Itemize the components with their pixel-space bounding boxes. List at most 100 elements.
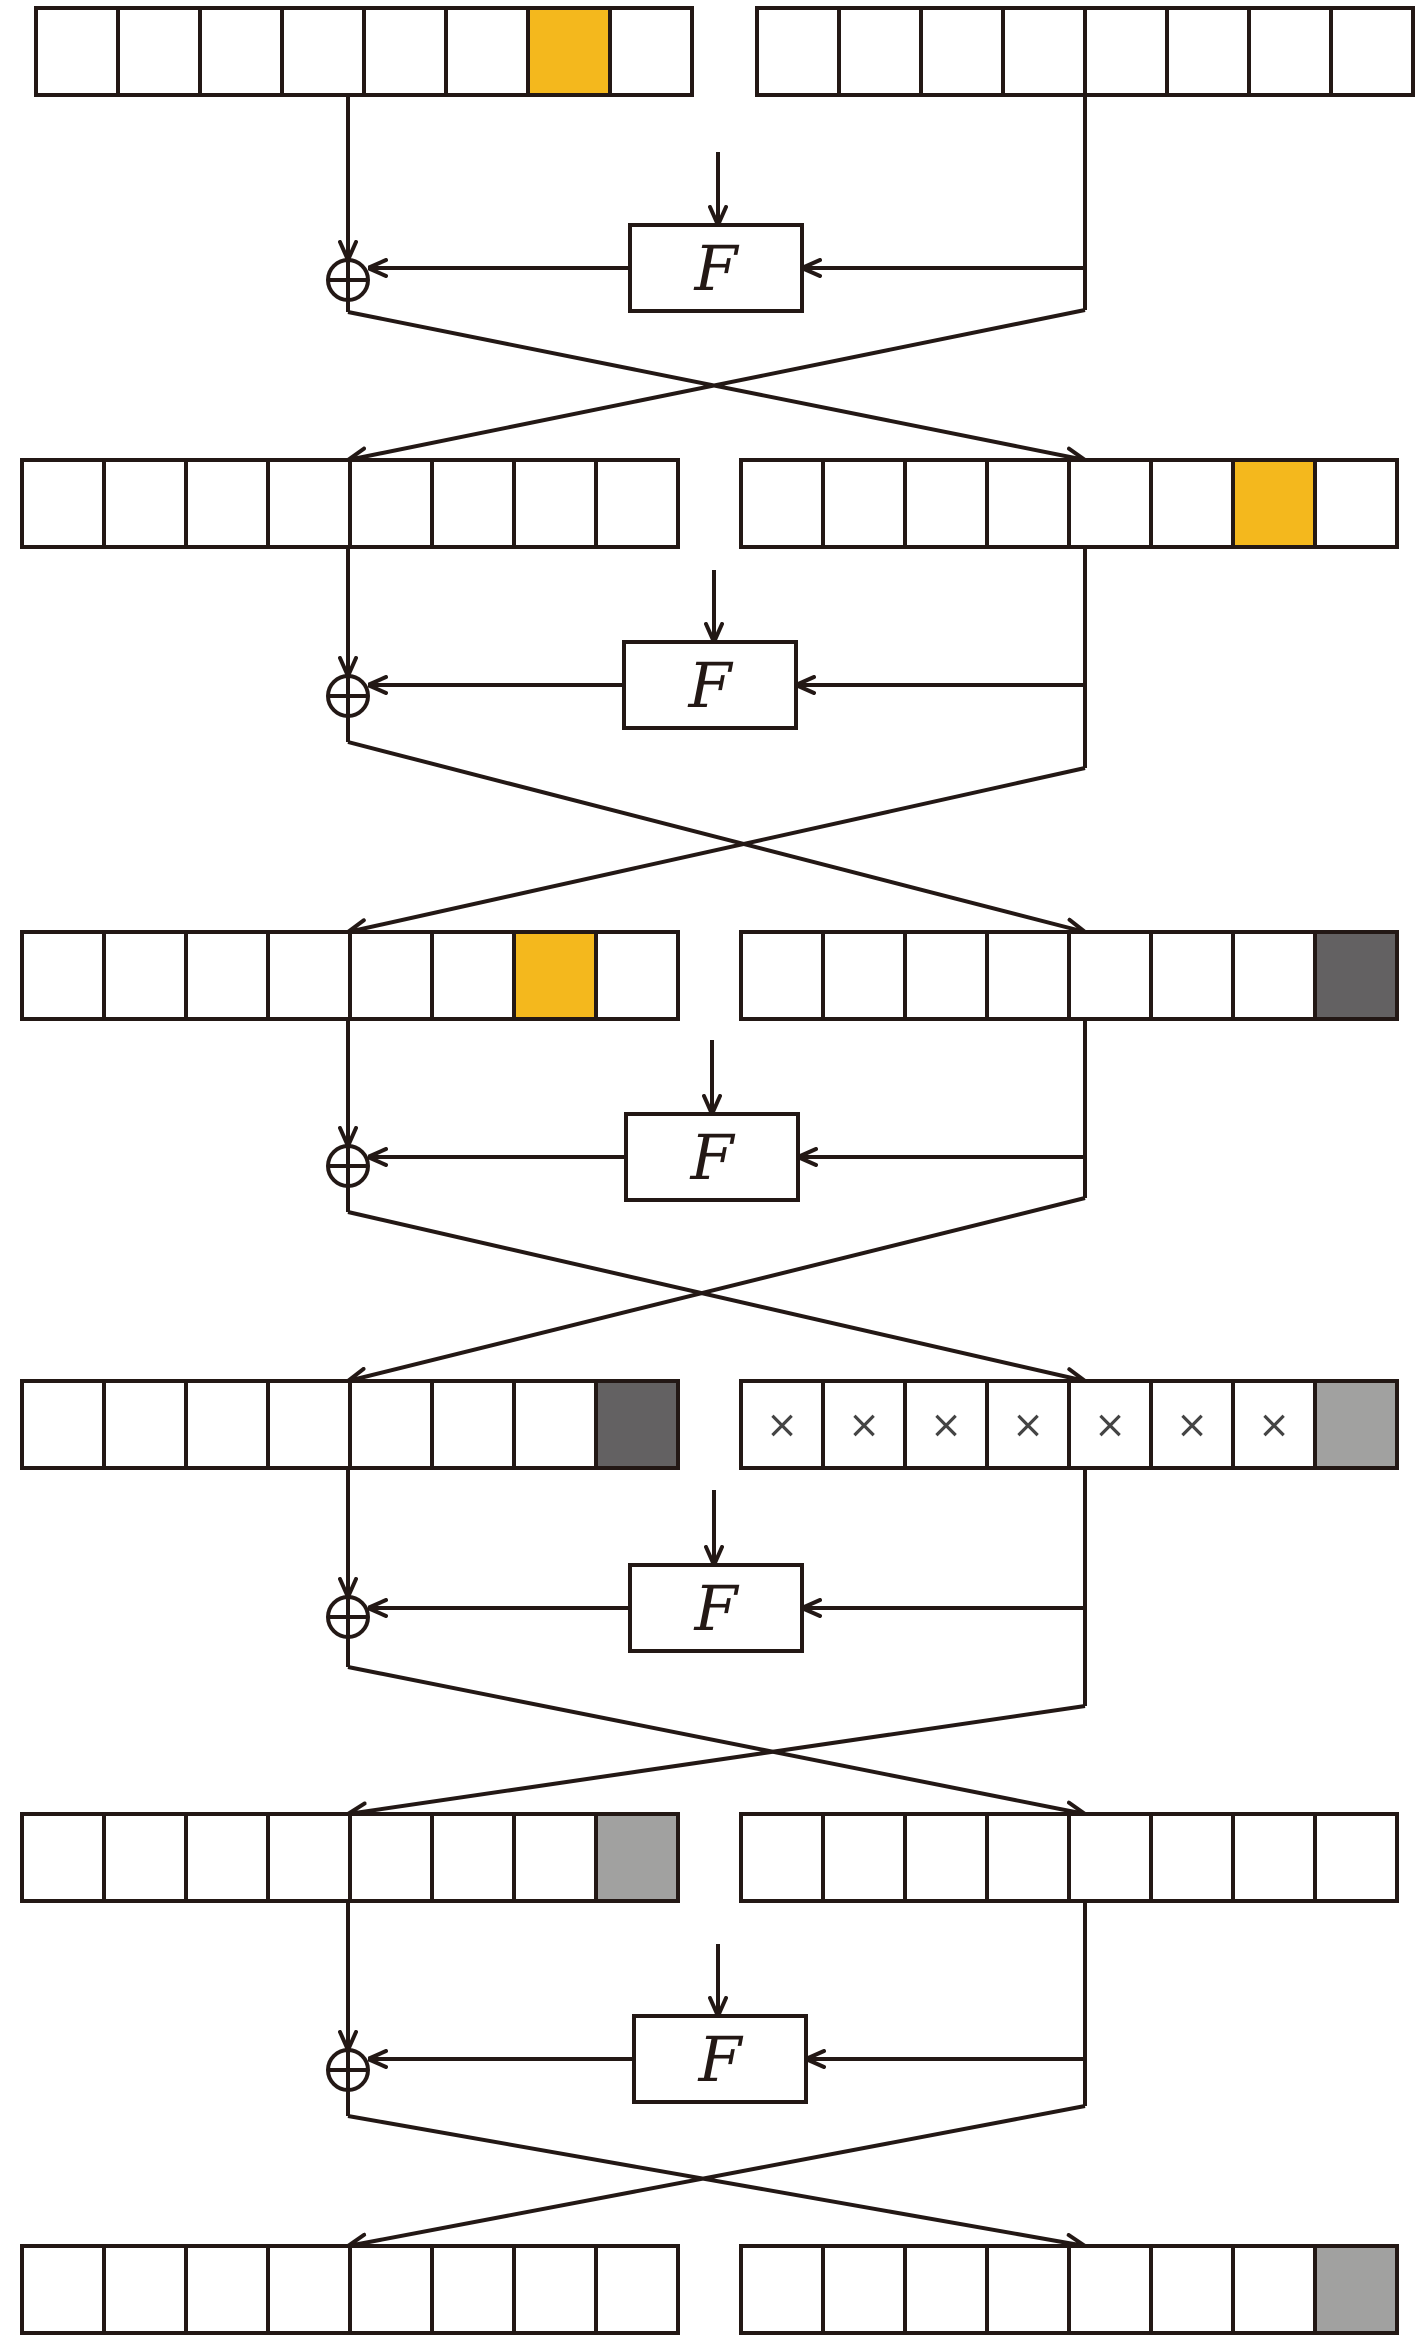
register-half-left [20, 2244, 680, 2335]
unknown-mark: × [1258, 1403, 1290, 1447]
round-function-label: F [693, 1572, 739, 1645]
cell-empty [266, 458, 352, 549]
cell-empty [348, 458, 434, 549]
cell-empty [280, 6, 366, 97]
feistel-round: F [326, 1901, 1087, 2246]
cell-x [739, 1379, 825, 1470]
swap-wire-to-right [347, 740, 1085, 932]
cell-empty [821, 930, 907, 1021]
round-function-box [628, 223, 804, 313]
unknown-mark: × [848, 1403, 880, 1447]
cell-empty [512, 458, 598, 549]
round-function-box [622, 640, 798, 730]
cell-empty [739, 930, 825, 1021]
cell-empty [1149, 458, 1235, 549]
cell-empty [184, 458, 270, 549]
cell-empty [1231, 2244, 1317, 2335]
register-half-right [739, 2244, 1399, 2335]
cell-empty [430, 1812, 516, 1903]
cell-empty [1231, 930, 1317, 1021]
cell-empty [739, 1812, 825, 1903]
cell-empty [821, 1812, 907, 1903]
cell-empty [102, 1379, 188, 1470]
cell-x [821, 1379, 907, 1470]
cell-empty [821, 458, 907, 549]
register-row [20, 2244, 1399, 2335]
register-row [20, 1812, 1399, 1903]
feistel-round: F [326, 547, 1087, 932]
cell-empty [1067, 930, 1153, 1021]
cell-empty [362, 6, 448, 97]
xor-icon [326, 258, 370, 302]
register-half-right: × × × × × × × [739, 1379, 1399, 1470]
cell-empty [1083, 6, 1169, 97]
cell-empty [20, 930, 106, 1021]
round-function-label: F [697, 2023, 743, 2096]
xor-icon [326, 2048, 370, 2092]
feistel-round: F [326, 1019, 1087, 1381]
register-half-right [739, 930, 1399, 1021]
cell-empty [1247, 6, 1333, 97]
cell-empty [594, 458, 680, 549]
cell-x [1149, 1379, 1235, 1470]
cell-empty [1149, 1812, 1235, 1903]
cell-light [1313, 2244, 1399, 2335]
xor-icon [326, 1144, 370, 1188]
cell-empty [903, 2244, 989, 2335]
register-half-right [739, 458, 1399, 549]
unknown-mark: × [1176, 1403, 1208, 1447]
cell-empty [348, 1812, 434, 1903]
cell-empty [34, 6, 120, 97]
cell-empty [184, 1379, 270, 1470]
unknown-mark: × [1012, 1403, 1044, 1447]
cell-x [903, 1379, 989, 1470]
cell-empty [102, 458, 188, 549]
cell-empty [985, 2244, 1071, 2335]
cell-dark [1313, 930, 1399, 1021]
cell-empty [266, 1379, 352, 1470]
cell-light [1313, 1379, 1399, 1470]
unknown-mark: × [766, 1403, 798, 1447]
cell-empty [102, 1812, 188, 1903]
cell-x [985, 1379, 1071, 1470]
register-row [20, 458, 1399, 549]
swap-wire-to-right [347, 2114, 1085, 2246]
cell-empty [1165, 6, 1251, 97]
round-function-box [624, 1112, 800, 1202]
cell-empty [1231, 1812, 1317, 1903]
cell-empty [266, 930, 352, 1021]
cell-empty [985, 458, 1071, 549]
cell-empty [20, 1812, 106, 1903]
cell-empty [102, 930, 188, 1021]
cell-empty [821, 2244, 907, 2335]
round-function-label: F [687, 649, 733, 722]
feistel-round: F [326, 1468, 1087, 1814]
swap-wire-to-left [348, 1704, 1086, 1814]
unknown-mark: × [1094, 1403, 1126, 1447]
rows-layer: × × × × × × × [20, 6, 1415, 2335]
register-row [34, 6, 1415, 97]
cell-empty [512, 1812, 598, 1903]
cell-empty [116, 6, 202, 97]
cell-empty [20, 1379, 106, 1470]
cell-empty [430, 458, 516, 549]
swap-wire-to-right [347, 1210, 1085, 1381]
cell-empty [985, 930, 1071, 1021]
cell-empty [102, 2244, 188, 2335]
cell-empty [903, 458, 989, 549]
unknown-mark: × [930, 1403, 962, 1447]
round-function-box [632, 2014, 808, 2104]
cell-light [594, 1812, 680, 1903]
cell-empty [985, 1812, 1071, 1903]
cell-empty [430, 1379, 516, 1470]
cell-empty [348, 930, 434, 1021]
cell-empty [903, 1812, 989, 1903]
cell-empty [1001, 6, 1087, 97]
cell-empty [608, 6, 694, 97]
cell-empty [739, 2244, 825, 2335]
cell-empty [1067, 458, 1153, 549]
cell-empty [755, 6, 841, 97]
cell-dark [594, 1379, 680, 1470]
